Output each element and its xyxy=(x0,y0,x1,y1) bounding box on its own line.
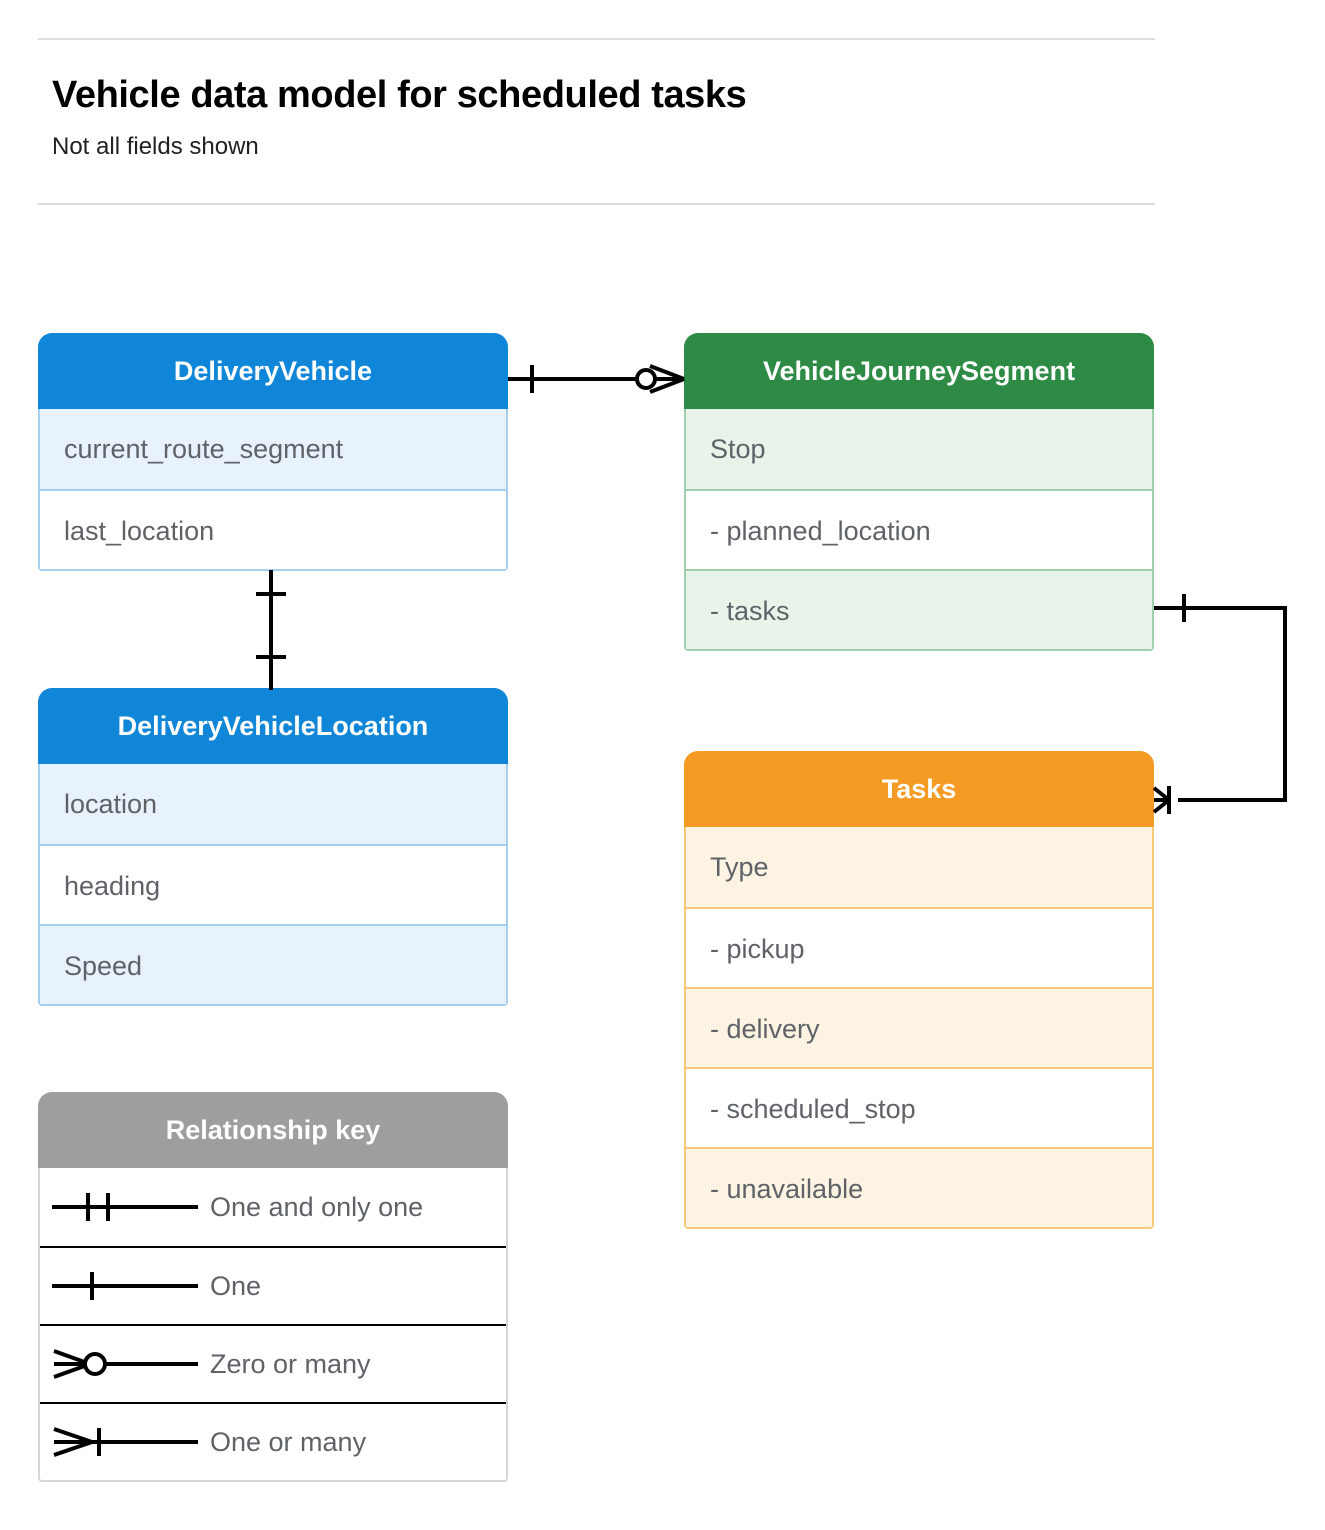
legend-item-one-or-many[interactable]: One or many xyxy=(40,1402,506,1480)
legend-item-label: One or many xyxy=(210,1426,367,1457)
legend-title: Relationship key xyxy=(38,1092,508,1168)
legend-rows: One and only one One xyxy=(38,1168,508,1482)
header-divider-bottom xyxy=(38,203,1155,205)
entity-title-tasks: Tasks xyxy=(684,751,1154,827)
entity-title-delivery-vehicle: DeliveryVehicle xyxy=(38,333,508,409)
entity-rows-delivery-vehicle: current_route_segment last_location xyxy=(38,409,508,571)
one-icon xyxy=(40,1248,210,1324)
legend-item-label: Zero or many xyxy=(210,1348,371,1379)
entity-title-vehicle-journey-segment: VehicleJourneySegment xyxy=(684,333,1154,409)
zero-or-many-icon xyxy=(40,1326,210,1402)
entity-delivery-vehicle-location[interactable]: DeliveryVehicleLocation location heading… xyxy=(38,688,508,1006)
field-row[interactable]: location xyxy=(40,764,506,844)
field-row[interactable]: - scheduled_stop xyxy=(686,1067,1152,1147)
entity-vehicle-journey-segment[interactable]: VehicleJourneySegment Stop - planned_loc… xyxy=(684,333,1154,651)
field-row[interactable]: - unavailable xyxy=(686,1147,1152,1227)
connector-vehicle-to-journey-segment xyxy=(508,364,685,394)
field-row[interactable]: heading xyxy=(40,844,506,924)
entity-rows-delivery-vehicle-location: location heading Speed xyxy=(38,764,508,1006)
page-subtitle: Not all fields shown xyxy=(52,133,259,160)
legend-item-label: One and only one xyxy=(210,1191,424,1222)
field-row[interactable]: Speed xyxy=(40,924,506,1004)
entity-delivery-vehicle[interactable]: DeliveryVehicle current_route_segment la… xyxy=(38,333,508,571)
field-row[interactable]: - pickup xyxy=(686,907,1152,987)
connector-vehicle-to-vehicle-location xyxy=(256,570,286,690)
page-title: Vehicle data model for scheduled tasks xyxy=(52,74,747,116)
field-row[interactable]: current_route_segment xyxy=(40,409,506,489)
one-and-only-one-icon xyxy=(40,1168,210,1246)
field-row[interactable]: Type xyxy=(686,827,1152,907)
connector-journey-segment-to-tasks xyxy=(1152,594,1287,814)
field-row[interactable]: - delivery xyxy=(686,987,1152,1067)
entity-tasks[interactable]: Tasks Type - pickup - delivery - schedul… xyxy=(684,751,1154,1229)
field-row[interactable]: Stop xyxy=(686,409,1152,489)
legend-item-zero-or-many[interactable]: Zero or many xyxy=(40,1324,506,1402)
header-divider-top xyxy=(38,38,1155,40)
legend-item-label: One xyxy=(210,1270,262,1301)
entity-rows-vehicle-journey-segment: Stop - planned_location - tasks xyxy=(684,409,1154,651)
one-or-many-icon xyxy=(40,1404,210,1480)
legend-item-one-and-only-one[interactable]: One and only one xyxy=(40,1168,506,1246)
entity-rows-tasks: Type - pickup - delivery - scheduled_sto… xyxy=(684,827,1154,1229)
legend-relationship-key[interactable]: Relationship key One and only one xyxy=(38,1092,508,1482)
entity-title-delivery-vehicle-location: DeliveryVehicleLocation xyxy=(38,688,508,764)
field-row[interactable]: - planned_location xyxy=(686,489,1152,569)
field-row[interactable]: last_location xyxy=(40,489,506,569)
legend-item-one[interactable]: One xyxy=(40,1246,506,1324)
field-row[interactable]: - tasks xyxy=(686,569,1152,649)
